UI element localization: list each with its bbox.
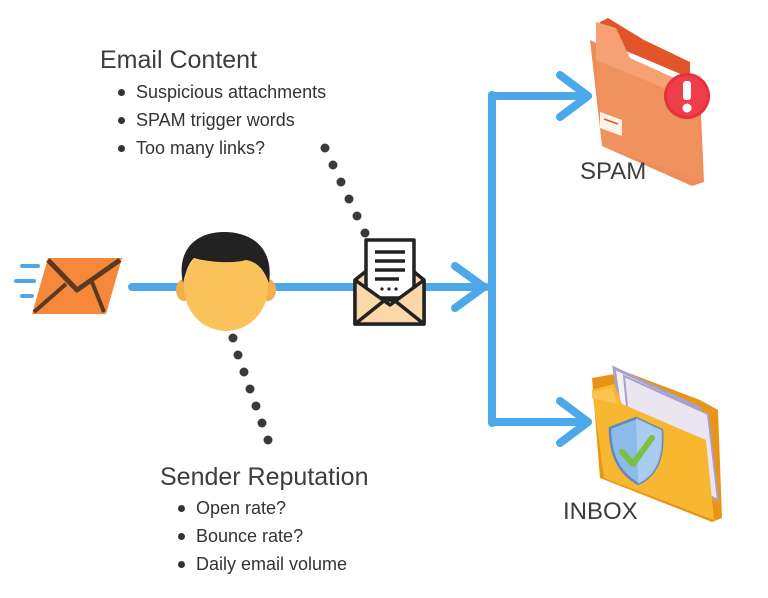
spam-label: SPAM [580, 158, 647, 185]
spam-warning-badge-icon [664, 73, 710, 119]
sender-reputation-heading: Sender Reputation [160, 463, 369, 491]
arrowhead-to-spam [556, 71, 592, 121]
spam-folder-icon [590, 18, 704, 186]
sender-reputation-list: Open rate? Bounce rate? Daily email volu… [176, 494, 347, 578]
flow-arrowhead-main [451, 262, 488, 312]
person-avatar-icon [176, 232, 276, 331]
shield-check-icon [608, 416, 664, 486]
list-item: Too many links? [116, 134, 326, 162]
flying-envelope-icon [14, 257, 122, 314]
arrowhead-to-inbox [556, 397, 592, 447]
list-item: Open rate? [176, 494, 347, 522]
dotted-connector-content [320, 143, 370, 238]
list-item: SPAM trigger words [116, 106, 326, 134]
list-item: Daily email volume [176, 550, 347, 578]
list-item: Suspicious attachments [116, 78, 326, 106]
email-content-heading: Email Content [100, 46, 258, 74]
list-item: Bounce rate? [176, 522, 347, 550]
dotted-connector-reputation [228, 333, 273, 445]
inbox-label: INBOX [563, 498, 638, 525]
email-content-list: Suspicious attachments SPAM trigger word… [116, 78, 326, 162]
open-letter-envelope-icon [353, 238, 426, 326]
